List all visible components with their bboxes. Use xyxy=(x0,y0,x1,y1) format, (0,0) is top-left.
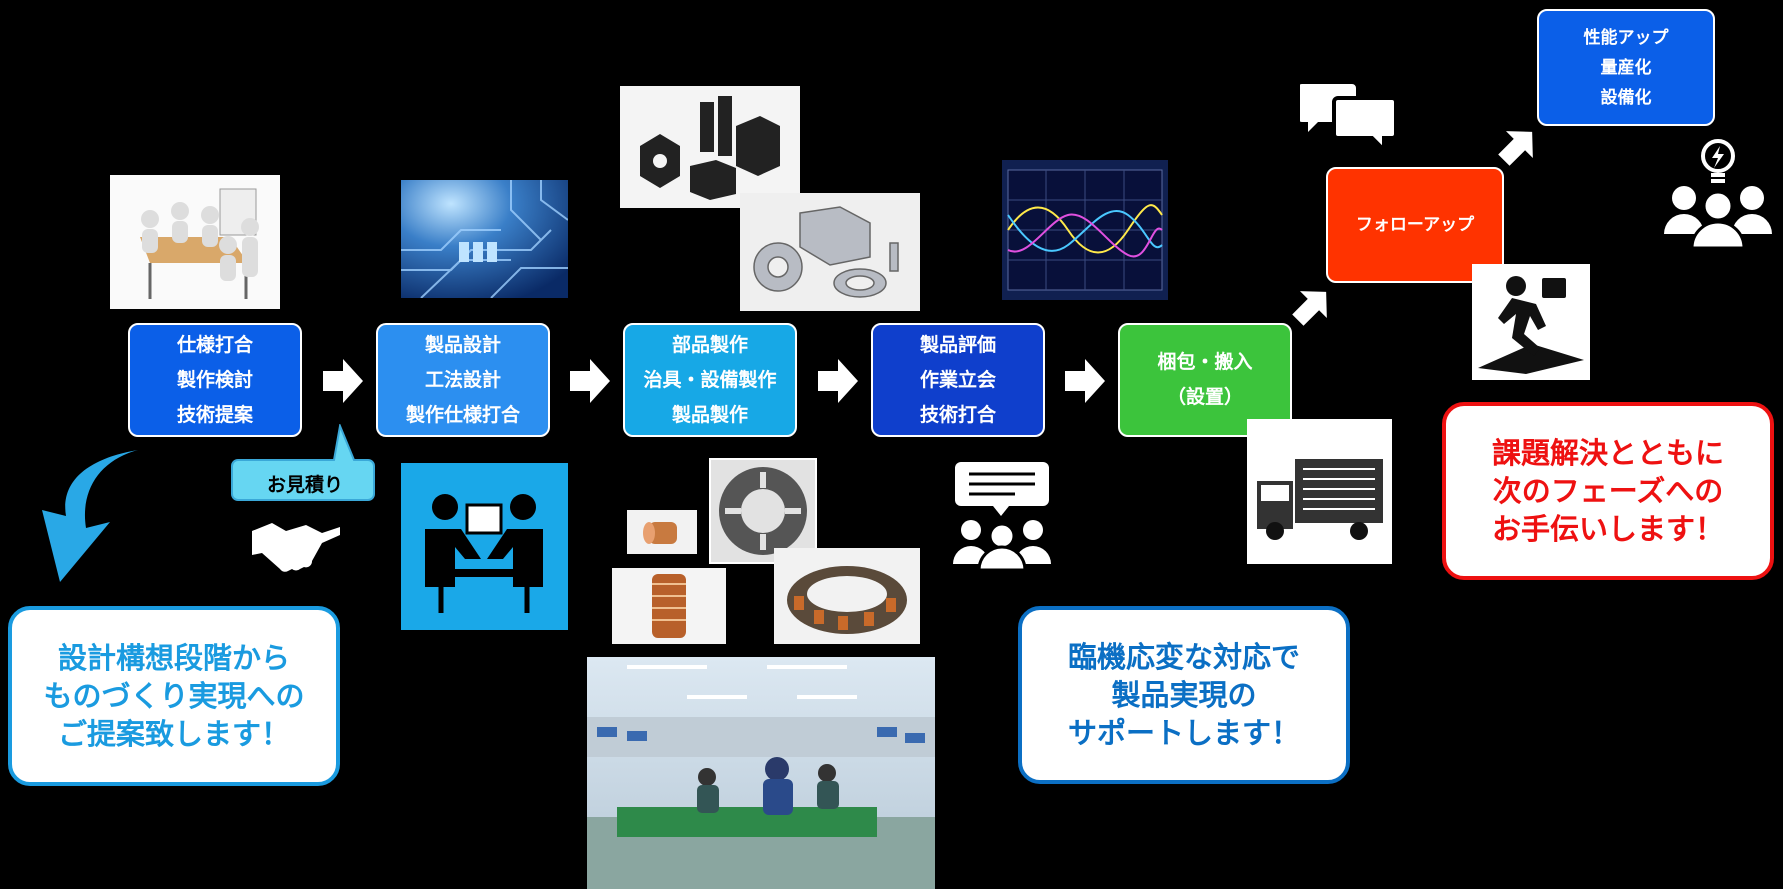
callout-next-line-3: お手伝いします！ xyxy=(1491,512,1724,546)
right-arrow-icon xyxy=(323,359,363,403)
oscilloscope-photo xyxy=(1002,160,1168,300)
truck-icon xyxy=(1247,419,1392,564)
factory-floor-photo xyxy=(587,657,935,889)
step-packing-delivery: 梱包・搬入 （設置） xyxy=(1118,323,1292,437)
right-arrow-icon xyxy=(1065,359,1105,403)
step-parts-fabrication: 部品製作 治具・設備製作 製品製作 xyxy=(623,323,797,437)
person-exit-icon xyxy=(1472,264,1590,380)
circuit-board-photo xyxy=(401,180,568,298)
callout-flexible-support: 臨機応変な対応で 製品実現の サポートします！ xyxy=(1018,606,1350,784)
step-spec-meeting: 仕様打合 製作検討 技術提案 xyxy=(128,323,302,437)
design-meeting-icon xyxy=(401,463,568,630)
meeting-figures-photo xyxy=(110,175,280,309)
handshake-icon xyxy=(252,523,340,572)
step-4-line-3: 技術打合 xyxy=(919,403,996,426)
step-1-line-2: 製作検討 xyxy=(176,368,253,391)
step-3-line-2: 治具・設備製作 xyxy=(643,368,777,391)
aluminum-parts-photo xyxy=(740,193,920,311)
callout-next-line-1: 課題解決とともに xyxy=(1491,436,1724,470)
wound-stator-photo xyxy=(774,548,920,644)
copper-coil-photo xyxy=(612,568,726,644)
step-2-line-1: 製品設計 xyxy=(424,333,501,356)
future-line-3: 設備化 xyxy=(1600,87,1652,108)
up-right-arrow-icon xyxy=(1292,291,1327,326)
callout-support-line-2: 製品実現の xyxy=(1111,678,1257,712)
callout-design-line-2: ものづくり実現への xyxy=(43,679,305,713)
up-right-arrow-icon xyxy=(1498,131,1533,166)
estimate-label: お見積り xyxy=(266,474,343,496)
callout-next-line-2: 次のフェーズへの xyxy=(1492,474,1724,508)
step-3-line-3: 製品製作 xyxy=(671,403,748,426)
right-arrow-icon xyxy=(818,359,858,403)
estimate-bubble: お見積り xyxy=(230,422,380,514)
stator-core-photo xyxy=(709,458,817,564)
idea-team-icon xyxy=(1664,139,1772,250)
step-1-line-1: 仕様打合 xyxy=(176,333,253,356)
follow-up-box: フォローアップ xyxy=(1326,167,1504,283)
copper-bushing-photo xyxy=(627,510,697,554)
right-arrow-icon xyxy=(570,359,610,403)
chat-bubbles-icon xyxy=(1300,84,1398,152)
step-product-design: 製品設計 工法設計 製作仕様打合 xyxy=(376,323,550,437)
down-left-arrow-icon xyxy=(42,450,138,582)
step-5-line-1: 梱包・搬入 xyxy=(1157,351,1253,373)
step-2-line-3: 製作仕様打合 xyxy=(405,403,520,426)
future-box: 性能アップ 量産化 設備化 xyxy=(1537,9,1715,126)
step-2-line-2: 工法設計 xyxy=(424,368,501,391)
machined-parts-photo xyxy=(620,86,800,208)
future-line-2: 量産化 xyxy=(1600,57,1652,78)
callout-design-line-3: ご提案致します！ xyxy=(57,717,290,751)
callout-support-line-1: 臨機応変な対応で xyxy=(1067,640,1300,674)
callout-next-phase: 課題解決とともに 次のフェーズへの お手伝いします！ xyxy=(1442,402,1774,580)
follow-up-label: フォローアップ xyxy=(1355,214,1475,235)
step-4-line-2: 作業立会 xyxy=(919,368,996,391)
future-line-1: 性能アップ xyxy=(1583,27,1669,48)
step-5-line-2: （設置） xyxy=(1166,386,1243,408)
callout-design-line-1: 設計構想段階から xyxy=(57,641,290,675)
callout-support-line-3: サポートします！ xyxy=(1067,716,1300,750)
callout-design-proposal: 設計構想段階から ものづくり実現への ご提案致します！ xyxy=(8,606,340,786)
step-3-line-1: 部品製作 xyxy=(671,333,748,356)
step-1-line-3: 技術提案 xyxy=(176,403,253,426)
presentation-group-icon xyxy=(953,462,1051,570)
step-product-evaluation: 製品評価 作業立会 技術打合 xyxy=(871,323,1045,437)
step-4-line-1: 製品評価 xyxy=(919,333,996,356)
